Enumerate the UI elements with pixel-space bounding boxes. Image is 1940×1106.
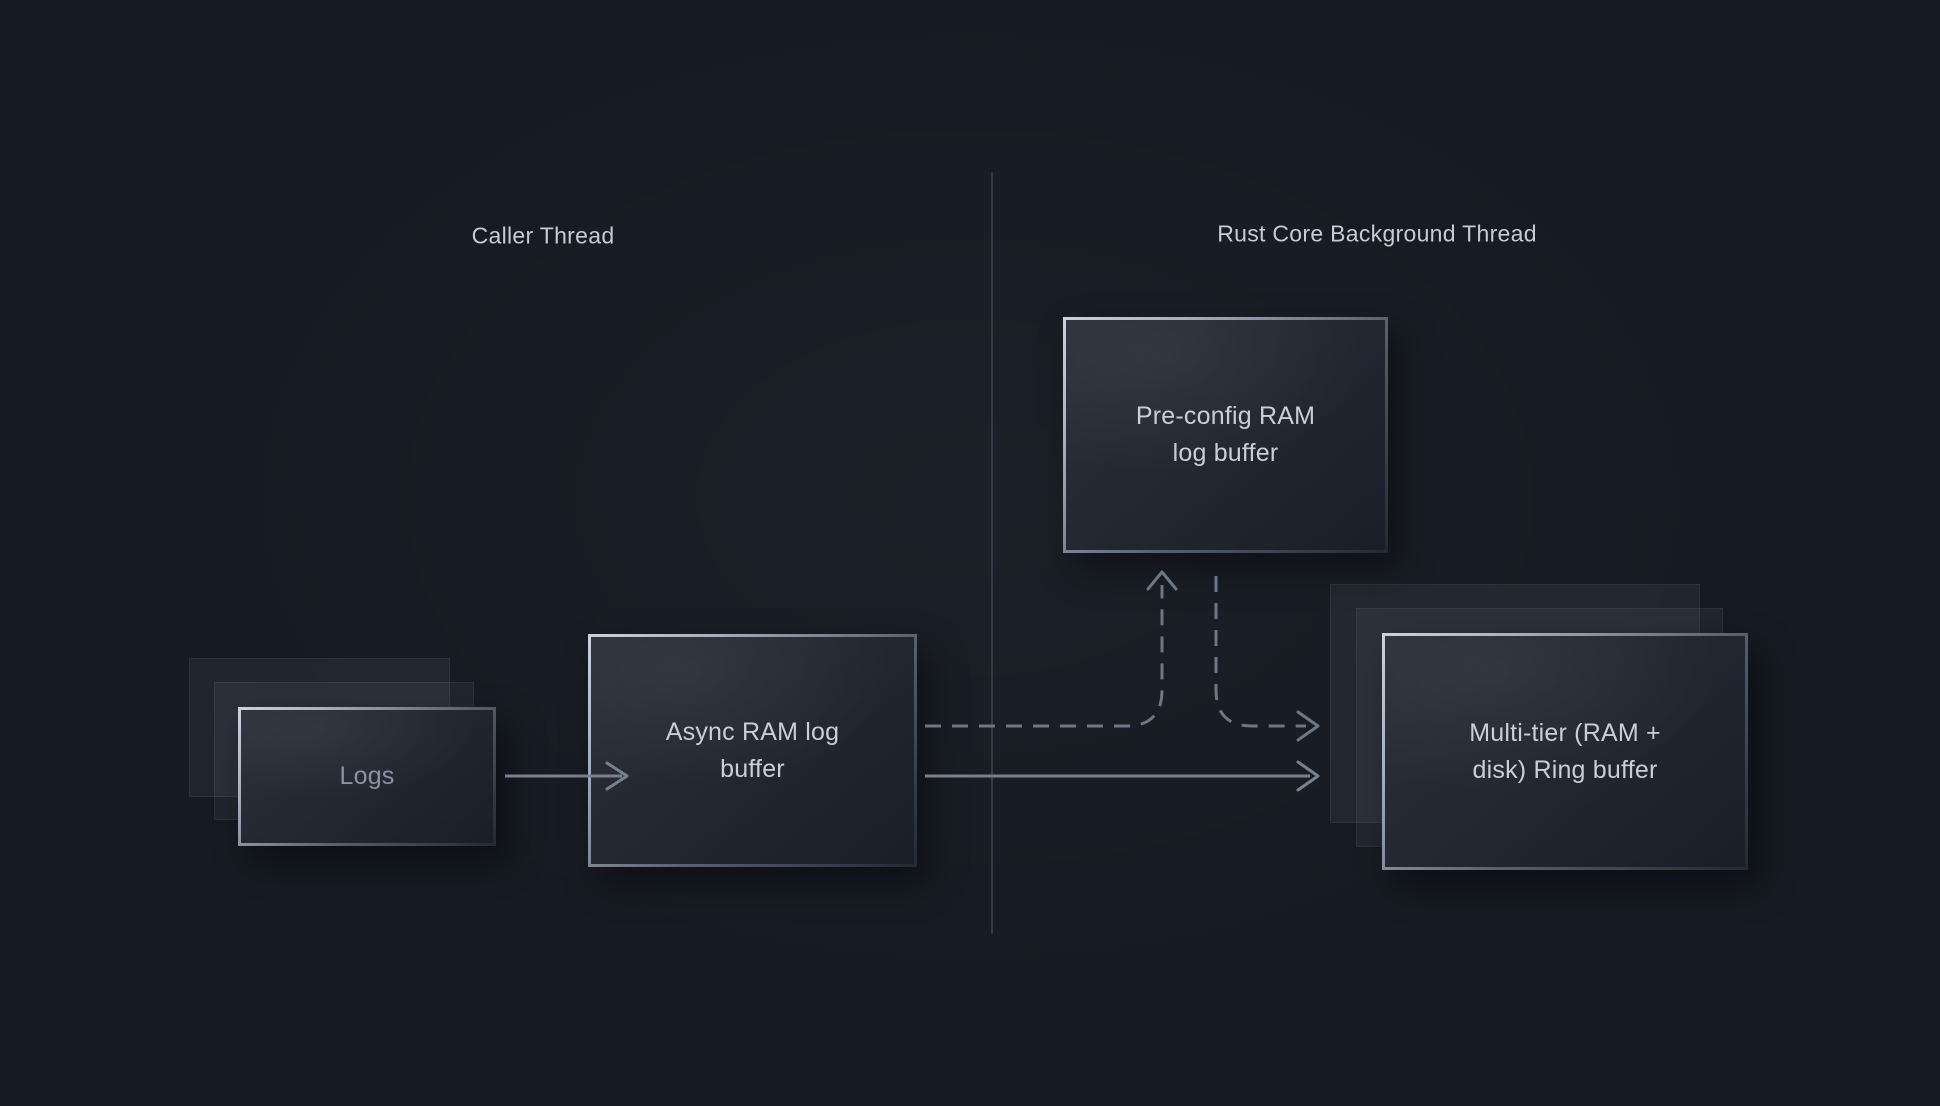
edge-preconfig-to-ring-arrowhead [1296, 710, 1320, 742]
node-preconfig-ram-log-buffer-surface: Pre-config RAM log buffer [1066, 320, 1385, 550]
node-multi-tier-ring-buffer-surface: Multi-tier (RAM + disk) Ring buffer [1385, 636, 1745, 867]
edge-async-to-preconfig-line [925, 585, 1164, 728]
node-async-ram-log-buffer-label: Async RAM log buffer [665, 717, 840, 783]
node-async-ram-log-buffer: Async RAM log buffer [588, 634, 917, 867]
lane-heading-caller-thread: Caller Thread [471, 222, 615, 249]
node-multi-tier-ring-buffer-label: Multi-tier (RAM + disk) Ring buffer [1469, 718, 1661, 784]
node-logs-surface: Logs [241, 710, 493, 843]
lane-heading-rust-core-background-thread: Rust Core Background Thread [1217, 220, 1537, 247]
node-async-ram-log-buffer-surface: Async RAM log buffer [591, 637, 914, 864]
edge-async-to-preconfig-arrowhead [1146, 570, 1178, 591]
node-multi-tier-ring-buffer: Multi-tier (RAM + disk) Ring buffer [1382, 633, 1748, 870]
edge-async-to-ring-arrowhead [1296, 760, 1320, 792]
edge-preconfig-to-ring-line [1214, 576, 1306, 728]
node-preconfig-ram-log-buffer-label: Pre-config RAM log buffer [1135, 402, 1316, 467]
node-logs-label: Logs [339, 762, 395, 790]
node-logs: Logs [238, 707, 496, 846]
node-preconfig-ram-log-buffer: Pre-config RAM log buffer [1063, 317, 1388, 553]
